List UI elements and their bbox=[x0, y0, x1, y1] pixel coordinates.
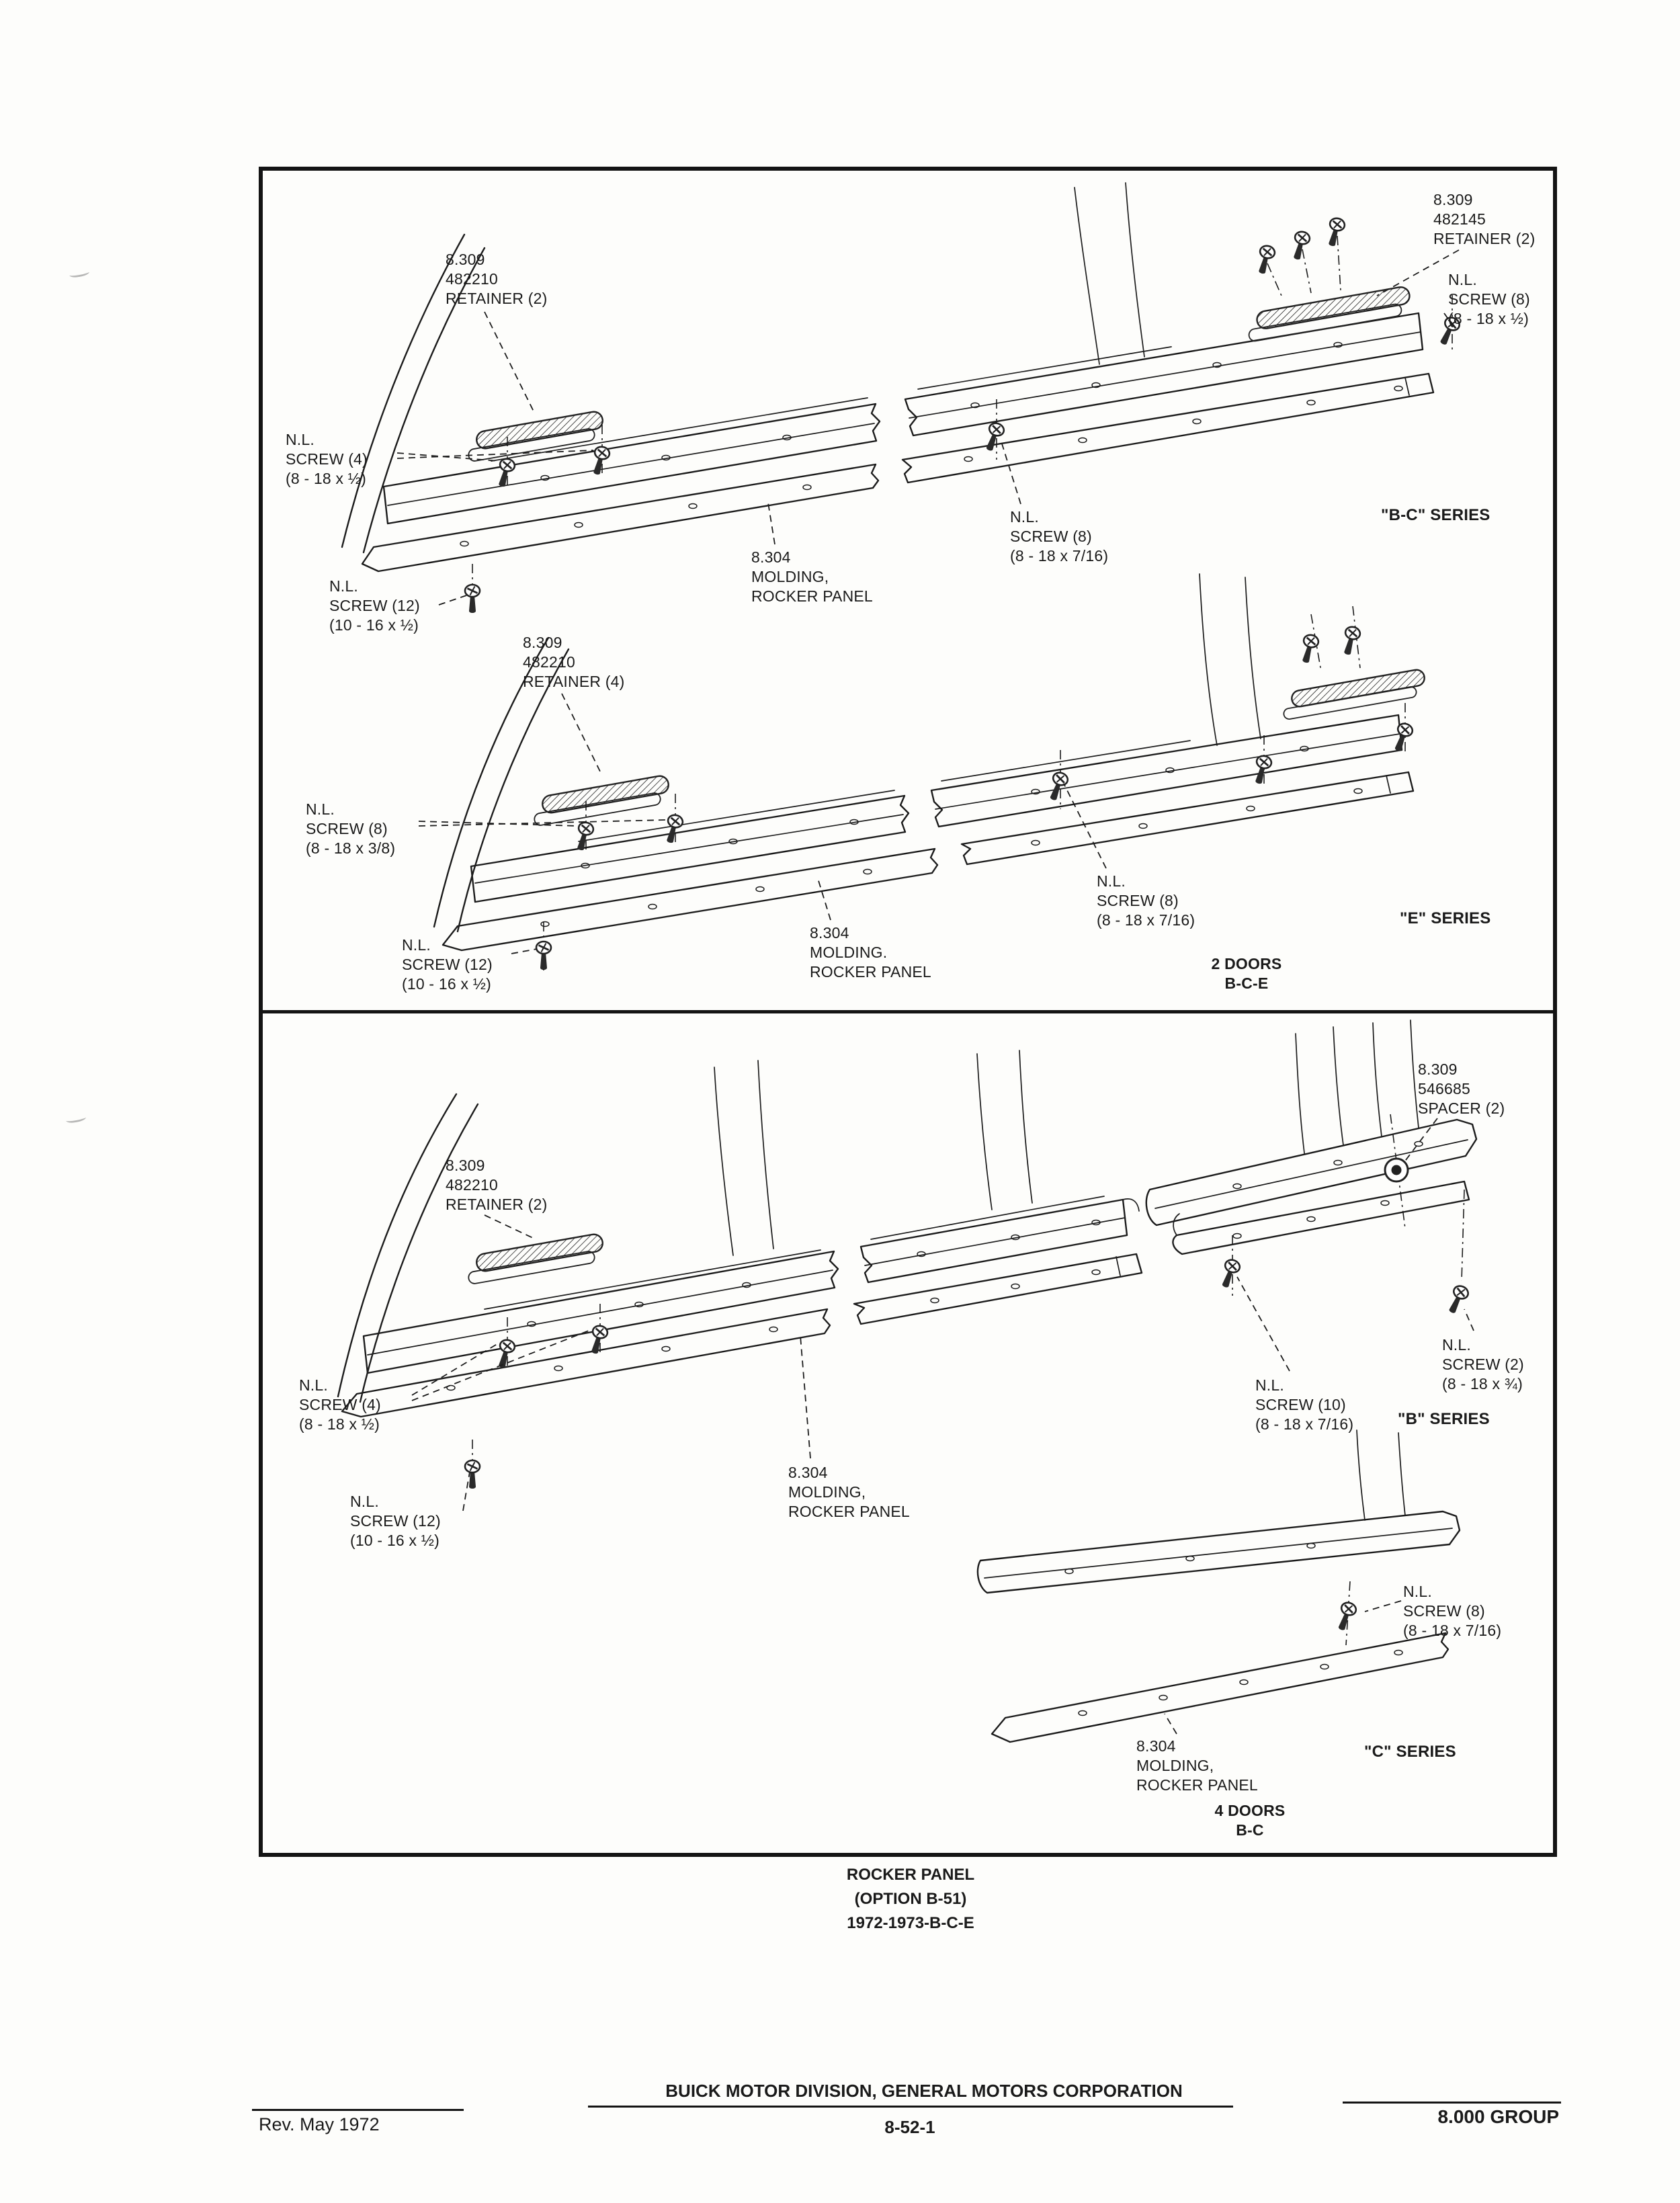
footer-rule-left bbox=[252, 2109, 464, 2111]
screw-icon bbox=[1044, 770, 1070, 804]
label-molding-bc: 8.304 MOLDING, ROCKER PANEL bbox=[751, 548, 873, 605]
retainer-482210-b-art bbox=[468, 1233, 603, 1284]
screw-icon bbox=[1323, 216, 1347, 249]
label-molding-c: 8.304 MOLDING, ROCKER PANEL bbox=[1136, 1737, 1258, 1794]
alignment-lines bbox=[472, 235, 1453, 614]
label-screw-center-bc: N.L. SCREW (8) (8 - 18 x 7/16) bbox=[1010, 508, 1109, 565]
screw-icon bbox=[464, 583, 481, 614]
screw-icon bbox=[493, 1337, 517, 1371]
footer-rule-center bbox=[588, 2106, 1233, 2108]
label-screw-right-bc: N.L. SCREW (8) (8 - 18 x ½) bbox=[1448, 271, 1530, 327]
screw-icon bbox=[1333, 1599, 1359, 1634]
label-screw-bottom-b: N.L. SCREW (12) (10 - 16 x ½) bbox=[350, 1493, 441, 1549]
alignment-lines bbox=[1345, 1581, 1351, 1646]
label-screw-left-e: N.L. SCREW (8) (8 - 18 x 3/8) bbox=[306, 800, 396, 857]
footer-rule-right bbox=[1343, 2102, 1561, 2104]
retainer-right-e-art bbox=[1283, 669, 1425, 720]
label-screw-far-right-b: N.L. SCREW (2) (8 - 18 x ¾) bbox=[1442, 1336, 1524, 1393]
label-retainer-482210-e: 8.309 482210 RETAINER (4) bbox=[523, 634, 625, 690]
series-title-e: "E" SERIES bbox=[1400, 909, 1491, 927]
doors-note-4door: 4 DOORS B-C bbox=[1214, 1802, 1286, 1839]
label-retainer-482145-bc: 8.309 482145 RETAINER (2) bbox=[1433, 191, 1536, 247]
alignment-lines bbox=[543, 606, 1406, 972]
series-title-c: "C" SERIES bbox=[1364, 1743, 1456, 1761]
footer-group: 8.000 GROUP bbox=[1437, 2106, 1559, 2127]
two-door-diagrams-art bbox=[341, 182, 1463, 972]
screw-icon bbox=[1297, 632, 1321, 666]
label-screw-bottom-e: N.L. SCREW (12) (10 - 16 x ½) bbox=[402, 936, 493, 993]
screw-icon bbox=[1216, 1257, 1243, 1291]
screw-icon bbox=[1288, 229, 1312, 263]
screw-icon bbox=[1250, 753, 1274, 787]
retainer-482210-left-art bbox=[468, 411, 603, 462]
label-molding-b: 8.304 MOLDING, ROCKER PANEL bbox=[788, 1464, 910, 1520]
screw-icon bbox=[1443, 1282, 1472, 1317]
alignment-lines bbox=[472, 1114, 1465, 1491]
spacer-546685-art bbox=[1384, 1157, 1409, 1183]
label-screw-c: N.L. SCREW (8) (8 - 18 x 7/16) bbox=[1403, 1583, 1502, 1639]
scan-artifact bbox=[69, 268, 90, 279]
screw-icon bbox=[661, 813, 685, 846]
screw-icon bbox=[535, 940, 552, 971]
screw-icon bbox=[980, 420, 1007, 454]
footer-page-number: 8-52-1 bbox=[884, 2117, 935, 2137]
label-retainer-482210-b: 8.309 482210 RETAINER (2) bbox=[446, 1157, 548, 1213]
retainer-482210-e-art bbox=[534, 775, 669, 826]
series-title-bc: "B-C" SERIES bbox=[1381, 506, 1490, 524]
e-series-body-art bbox=[433, 573, 1415, 952]
leader-lines bbox=[411, 1118, 1474, 1511]
diagram-frame bbox=[259, 167, 1557, 1857]
retainer-482145-right-art bbox=[1248, 286, 1411, 342]
doors-note-2door: 2 DOORS B-C-E bbox=[1211, 955, 1282, 992]
label-molding-e: 8.304 MOLDING. ROCKER PANEL bbox=[810, 924, 931, 981]
c-series-body-art bbox=[976, 1429, 1461, 1743]
series-title-b: "B" SERIES bbox=[1398, 1410, 1490, 1428]
label-screw-right-b: N.L. SCREW (10) (8 - 18 x 7/16) bbox=[1255, 1376, 1354, 1433]
attachment-holes bbox=[460, 341, 1403, 547]
scan-artifact bbox=[65, 1114, 87, 1124]
label-retainer-482210-bc: 8.309 482210 RETAINER (2) bbox=[446, 251, 548, 307]
leader-lines bbox=[418, 693, 1107, 954]
footer-company: BUICK MOTOR DIVISION, GENERAL MOTORS COR… bbox=[665, 2081, 1183, 2101]
screw-icon bbox=[586, 1323, 610, 1357]
label-screw-left-b: N.L. SCREW (4) (8 - 18 x ½) bbox=[299, 1376, 381, 1433]
frame-divider bbox=[263, 1010, 1553, 1013]
label-screw-center-e: N.L. SCREW (8) (8 - 18 x 7/16) bbox=[1097, 872, 1195, 929]
label-screw-left-bc: N.L. SCREW (4) (8 - 18 x ½) bbox=[286, 431, 368, 487]
footer-revision: Rev. May 1972 bbox=[259, 2114, 380, 2134]
figure-caption: ROCKER PANEL (OPTION B-51) 1972-1973-B-C… bbox=[846, 1866, 975, 1932]
four-door-diagrams-art bbox=[337, 1020, 1478, 1743]
bc-series-body-art bbox=[341, 182, 1435, 573]
label-screw-bottom-bc: N.L. SCREW (12) (10 - 16 x ½) bbox=[329, 577, 420, 634]
leader-lines bbox=[1164, 1600, 1402, 1735]
b-series-body-art bbox=[337, 1020, 1478, 1418]
label-spacer-546685-b: 8.309 546685 SPACER (2) bbox=[1418, 1061, 1505, 1117]
screw-icon bbox=[1253, 243, 1277, 277]
